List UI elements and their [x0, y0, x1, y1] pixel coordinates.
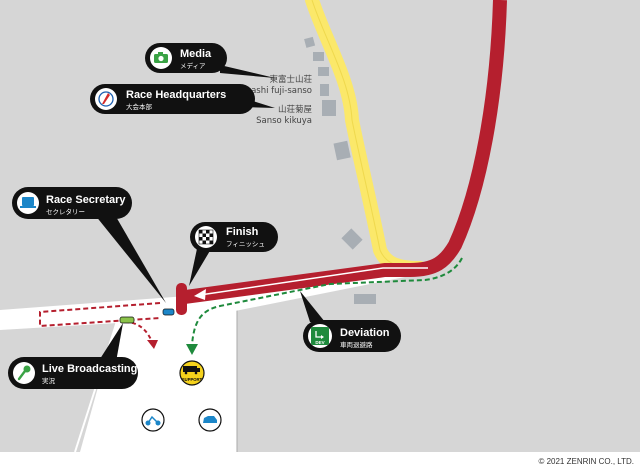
svg-text:DEV: DEV — [315, 340, 324, 345]
media-title: Media — [180, 48, 212, 60]
checkered-flag-icon — [198, 229, 214, 245]
callout-media[interactable]: Media メディア — [145, 43, 275, 78]
race-secretary-title: Race Secretary — [46, 194, 126, 206]
course-exit-arrow — [147, 340, 158, 349]
course-direction-line — [199, 267, 428, 296]
copyright-strip — [0, 452, 640, 470]
car-icon — [198, 408, 222, 432]
race-hq-subtitle: 大会本部 — [126, 102, 153, 111]
deviation-arrow — [186, 344, 198, 355]
deviation-title: Deviation — [340, 327, 390, 339]
media-subtitle: メディア — [180, 61, 206, 70]
svg-text:SUPPORT: SUPPORT — [182, 377, 203, 382]
live-broadcasting-subtitle: 実況 — [42, 376, 56, 385]
laptop-icon — [20, 197, 36, 208]
copyright-text: © 2021 ZENRIN CO., LTD. — [538, 457, 634, 466]
callout-race-hq[interactable]: Race Headquarters 大会本部 — [90, 84, 275, 114]
race-hq-title: Race Headquarters — [126, 89, 226, 101]
finish-subtitle: フィニッシュ — [226, 240, 265, 248]
motorbike-icon — [141, 408, 165, 432]
place-higashi-en: Higashi fuji-sanso — [237, 86, 312, 96]
live-broadcasting-title: Live Broadcasting — [42, 363, 137, 375]
finish-title: Finish — [226, 226, 259, 238]
callout-race-secretary[interactable]: Race Secretary セクレタリー — [12, 187, 166, 303]
deviation-subtitle: 車両退避路 — [340, 340, 373, 349]
callout-finish[interactable]: Finish フィニッシュ — [189, 222, 278, 286]
race-hq-logo-icon — [98, 91, 114, 107]
race-secretary-subtitle: セクレタリー — [46, 207, 85, 216]
callout-live-broadcasting[interactable]: Live Broadcasting 実況 — [8, 323, 138, 389]
microphone-icon — [17, 365, 31, 381]
callout-deviation[interactable]: DEV Deviation 車両退避路 — [300, 291, 401, 352]
finish-gate — [176, 283, 187, 315]
dev-arrow-icon: DEV — [311, 327, 329, 345]
course-direction-arrow — [194, 289, 206, 300]
support-vehicle-icon: SUPPORT — [179, 360, 205, 386]
main-road-yellow-edge — [311, 0, 421, 269]
green-vehicle — [119, 316, 135, 324]
place-sanso-jp: 山荘菊屋 — [278, 104, 313, 115]
camera-icon — [154, 52, 168, 63]
deviation-path — [191, 257, 463, 346]
place-sanso-en: Sanso kikuya — [256, 116, 312, 126]
buildings — [304, 36, 376, 304]
blue-vehicle — [162, 308, 175, 316]
course-dashed-loop — [39, 302, 161, 328]
place-higashi-jp: 東富士山荘 — [269, 74, 312, 85]
